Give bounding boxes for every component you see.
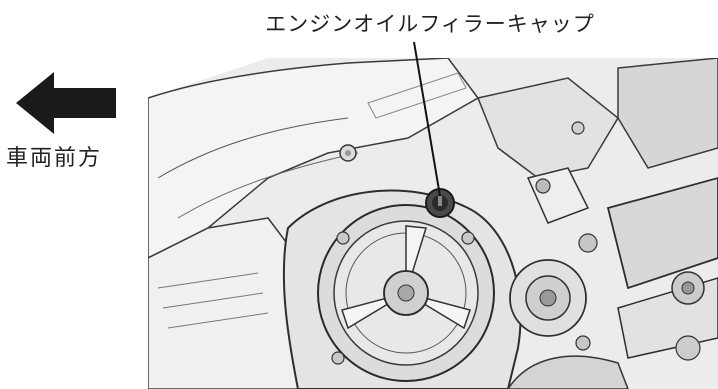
engine-illustration [148, 58, 718, 389]
vehicle-front-label: 車両前方 [6, 146, 103, 171]
left-arrow-icon [16, 72, 116, 134]
part-callout-label: エンジンオイルフィラーキャップ [265, 12, 595, 36]
